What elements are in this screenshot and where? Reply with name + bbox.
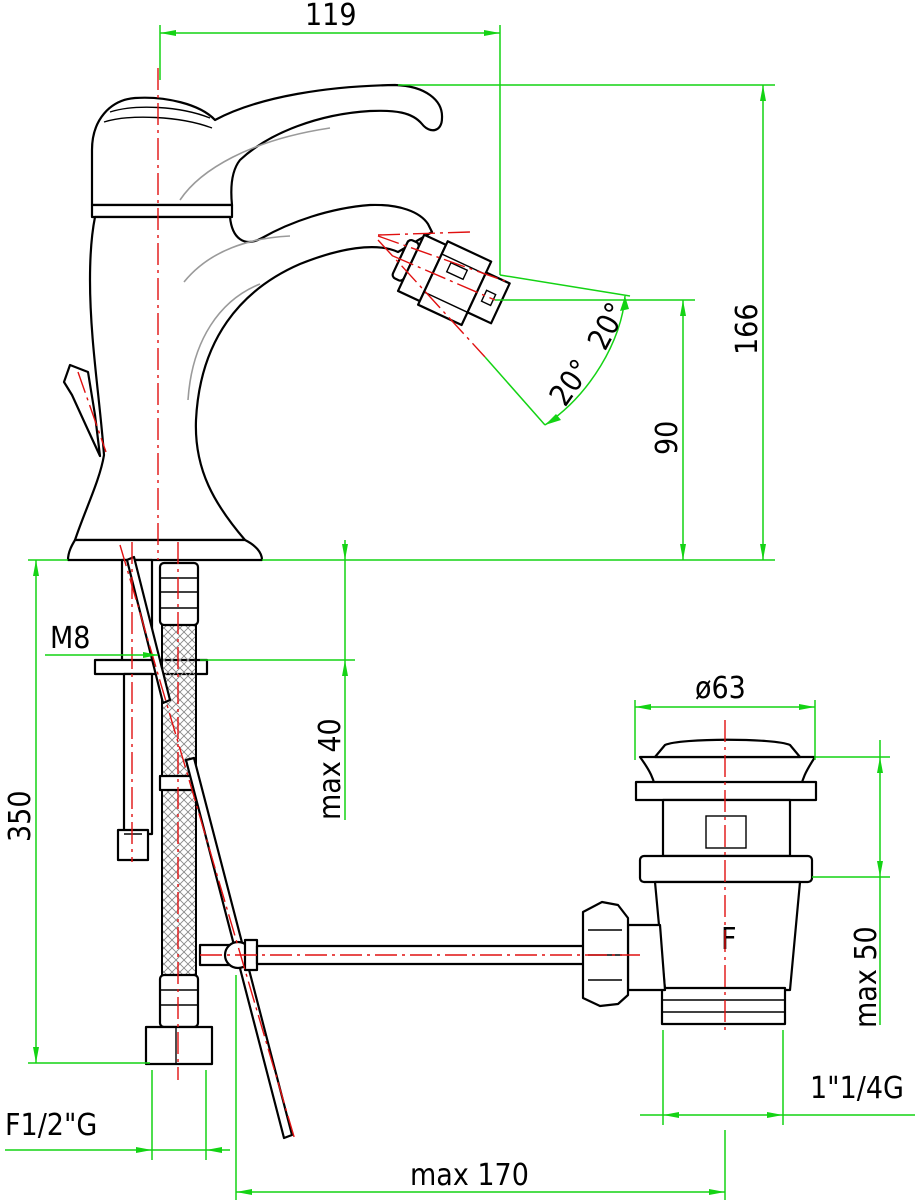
dim-spout-reach: 119 — [305, 0, 357, 33]
dim-waste-diameter: ø63 — [695, 671, 746, 706]
dim-waste-adjust: max 50 — [849, 926, 884, 1028]
dim-outlet-height: 90 — [650, 421, 685, 455]
tail-pipes — [93, 558, 214, 1066]
knurled-nut — [581, 900, 630, 1008]
dim-rod-span: max 170 — [410, 1158, 529, 1193]
dim-tail-length: 350 — [3, 790, 38, 842]
dimension-labels: 119 166 90 20° 20° M8 max 40 350 ø63 max… — [3, 0, 904, 1193]
dim-deck-thickness: max 40 — [313, 718, 348, 820]
dim-rod-thread: M8 — [50, 621, 90, 656]
dim-waste-thread: 1"1/4G — [810, 1071, 904, 1106]
waste-mark-label: F — [721, 922, 737, 957]
dim-inlet-thread: F1/2"G — [5, 1108, 97, 1143]
faucet-body — [62, 83, 444, 562]
spout — [73, 203, 434, 542]
lever-handle — [90, 83, 444, 207]
centerlines — [77, 68, 726, 1141]
pop-up-waste: F — [581, 738, 818, 1026]
pop-up-knob — [62, 363, 102, 458]
dim-total-height: 166 — [730, 303, 765, 355]
base-plate — [66, 538, 264, 562]
body-collar — [90, 203, 234, 219]
flexible-hose — [161, 624, 197, 981]
dim-jet-angle-lower: 20° — [543, 353, 599, 412]
dimension-lines — [5, 25, 915, 1200]
hose-nut — [144, 1025, 214, 1066]
